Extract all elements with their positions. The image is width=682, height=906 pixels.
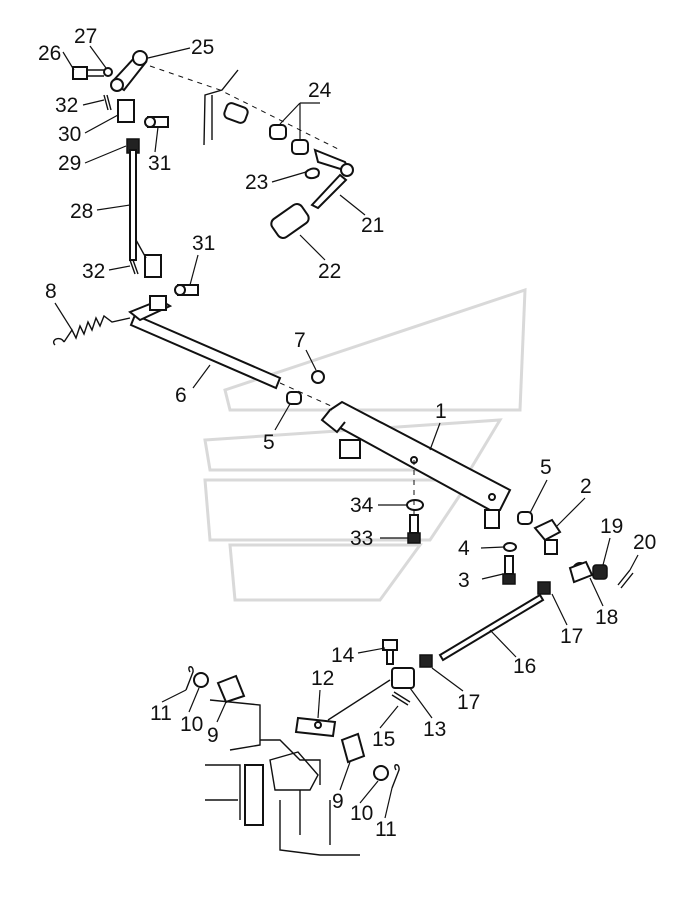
washer-34 <box>406 499 424 511</box>
callout-25: 25 <box>191 36 214 59</box>
callout-11-right: 11 <box>375 818 397 841</box>
cotter-pin-11-right <box>391 764 400 789</box>
plate-1 <box>320 400 512 529</box>
callout-4: 4 <box>458 537 470 560</box>
callout-11-left: 11 <box>150 702 172 725</box>
callout-31-lower: 31 <box>192 232 215 255</box>
callout-14: 14 <box>331 644 355 667</box>
nut-19 <box>592 564 608 580</box>
lever-9-left <box>216 674 246 704</box>
cotter-pin-32-upper <box>103 94 112 111</box>
bolt-33 <box>407 514 421 544</box>
block-13 <box>391 667 415 689</box>
knob-22 <box>270 203 310 239</box>
callout-10-left: 10 <box>180 713 203 736</box>
callout-20: 20 <box>633 531 656 554</box>
callout-16: 16 <box>513 655 536 678</box>
washer-10-left <box>193 672 209 688</box>
callout-5-left: 5 <box>263 431 275 454</box>
callout-24: 24 <box>308 79 332 102</box>
watermark-logo <box>203 287 527 602</box>
callout-9-left: 9 <box>207 724 219 747</box>
cotter-pin-32-lower <box>129 259 139 275</box>
callout-6: 6 <box>175 384 187 407</box>
plug-7 <box>311 370 325 384</box>
lever-9-right <box>340 732 366 764</box>
callout-18: 18 <box>595 606 618 629</box>
cotter-pin-20 <box>617 569 634 589</box>
pin-31-upper <box>144 116 169 128</box>
bushing-5-left <box>286 391 302 405</box>
callout-10-right: 10 <box>350 802 373 825</box>
callout-28: 28 <box>70 200 93 223</box>
callout-5-right: 5 <box>540 456 552 479</box>
callout-1: 1 <box>435 400 447 423</box>
cotter-pin-11-left <box>185 666 194 691</box>
rod-16 <box>419 581 551 668</box>
link-12 <box>294 716 337 738</box>
callout-31-upper: 31 <box>148 152 171 175</box>
callout-21: 21 <box>361 214 384 237</box>
washer-27 <box>103 67 113 77</box>
callout-23: 23 <box>245 171 268 194</box>
shaft-centerline-6 <box>279 382 341 411</box>
callout-33: 33 <box>350 527 373 550</box>
bolt-26 <box>72 66 104 80</box>
shaft-6 <box>128 295 282 390</box>
callout-19: 19 <box>600 515 623 538</box>
callout-9-right: 9 <box>332 790 344 813</box>
callout-34: 34 <box>350 494 374 517</box>
callout-labels: 1 2 3 4 5 5 6 7 8 9 9 10 10 11 11 12 13 … <box>38 25 656 841</box>
washer-4 <box>503 542 517 552</box>
joint-2 <box>533 518 562 555</box>
link-arm-12 <box>327 679 391 721</box>
clevis-30 <box>117 99 135 123</box>
key-23 <box>304 167 320 180</box>
callout-13: 13 <box>423 718 446 741</box>
callout-27: 27 <box>74 25 97 48</box>
callout-22: 22 <box>318 260 341 283</box>
lever-21 <box>310 148 354 210</box>
bushing-24 <box>223 102 309 155</box>
pin-31-lower <box>174 284 199 296</box>
leader-lines <box>54 45 639 819</box>
callout-29: 29 <box>58 152 81 175</box>
callout-7: 7 <box>294 329 306 352</box>
callout-32-lower: 32 <box>82 260 105 283</box>
bolt-3 <box>502 555 516 585</box>
callout-8: 8 <box>45 280 57 303</box>
washer-10-right <box>373 765 389 781</box>
callout-26: 26 <box>38 42 61 65</box>
callout-32-upper: 32 <box>55 94 78 117</box>
bushing-5-right <box>517 511 533 525</box>
ball-joint-18 <box>568 560 594 584</box>
spring-8 <box>53 314 131 346</box>
callout-17-lower: 17 <box>457 691 480 714</box>
callout-17-right: 17 <box>560 625 583 648</box>
housing-base <box>205 699 360 856</box>
callout-30: 30 <box>58 123 81 146</box>
panel-edge <box>203 69 239 146</box>
bolt-14 <box>382 639 398 665</box>
callout-15: 15 <box>372 728 395 751</box>
callout-12: 12 <box>311 667 334 690</box>
callout-2: 2 <box>580 475 592 498</box>
pin-15 <box>391 691 411 706</box>
callout-3: 3 <box>458 569 470 592</box>
lever-25 <box>110 50 148 92</box>
